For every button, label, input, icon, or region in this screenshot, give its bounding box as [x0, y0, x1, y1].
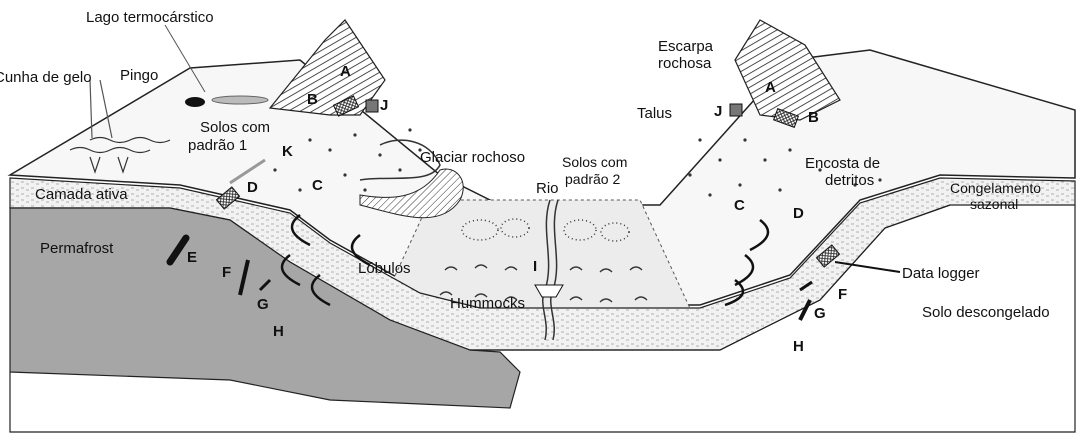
letter-b-left: B	[307, 91, 318, 108]
letter-d-right: D	[793, 205, 804, 222]
letter-h-right: H	[793, 338, 804, 355]
label-congelamento-line2: sazonal	[970, 196, 1018, 212]
label-solos-com-padrao-1-line2: padrão 1	[188, 137, 247, 154]
label-escarpa-line1: Escarpa	[658, 38, 714, 55]
label-lago-termocarstico: Lago termocárstico	[86, 9, 214, 26]
letter-c-left: C	[312, 177, 323, 194]
letter-d-left: D	[247, 179, 258, 196]
letter-f-left: F	[222, 264, 231, 281]
label-talus: Talus	[637, 105, 672, 122]
letter-a-left: A	[340, 63, 351, 80]
letter-i: I	[533, 258, 537, 275]
label-lobulos: Lóbulos	[358, 260, 411, 277]
label-cunha-de-gelo: Cunha de gelo	[0, 69, 92, 86]
pingo-mound	[185, 97, 205, 107]
letter-b-right: B	[808, 109, 819, 126]
letter-g-left: G	[257, 296, 269, 313]
letter-f-right: F	[838, 286, 847, 303]
label-camada-ativa: Camada ativa	[35, 186, 128, 203]
thermokarst-lake	[212, 96, 268, 104]
label-solos-com-padrao-2-line1: Solos com	[562, 154, 627, 170]
label-hummocks: Hummocks	[450, 295, 525, 312]
label-solos-com-padrao-2-line2: padrão 2	[565, 171, 620, 187]
label-rio: Rio	[536, 180, 559, 197]
label-congelamento-line1: Congelamento	[950, 180, 1041, 196]
letter-a-right: A	[765, 79, 776, 96]
label-encosta-line2: detritos	[825, 172, 874, 189]
letter-j-left: J	[380, 97, 388, 114]
label-escarpa-line2: rochosa	[658, 55, 712, 72]
label-pingo: Pingo	[120, 67, 158, 84]
letter-c-right: C	[734, 197, 745, 214]
letter-e: E	[187, 249, 197, 266]
label-solos-com-padrao-1-line1: Solos com	[200, 119, 270, 136]
label-solo-descongelado: Solo descongelado	[922, 304, 1050, 321]
label-encosta-line1: Encosta de	[805, 155, 880, 172]
label-glaciar-rochoso: Glaciar rochoso	[420, 149, 525, 166]
label-data-logger: Data logger	[902, 265, 980, 282]
letter-j-right: J	[714, 103, 722, 120]
letter-g-right: G	[814, 305, 826, 322]
label-permafrost: Permafrost	[40, 240, 114, 257]
letter-k: K	[282, 143, 293, 160]
letter-h-left: H	[273, 323, 284, 340]
